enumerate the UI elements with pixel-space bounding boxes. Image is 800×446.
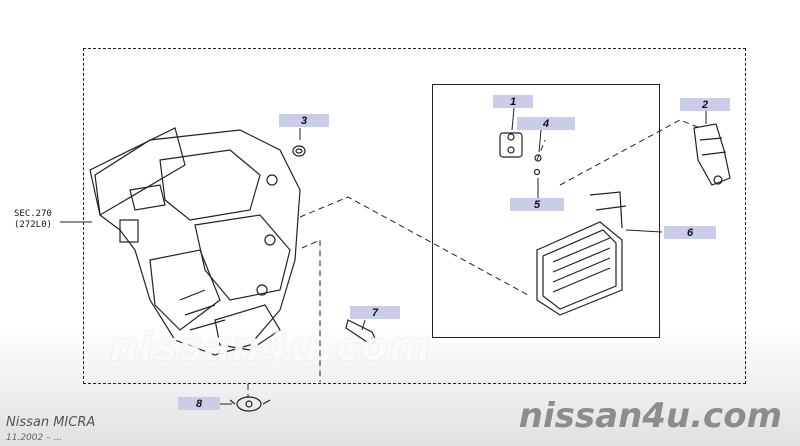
center-watermark: nissan4u.com	[110, 324, 432, 370]
callout-2[interactable]: 2	[680, 98, 730, 111]
part-3-grommet	[292, 145, 306, 157]
callout-3[interactable]: 3	[279, 114, 329, 127]
callout-8[interactable]: 8	[178, 397, 220, 410]
part-1-valve	[499, 132, 523, 158]
part-6-evaporator	[536, 191, 627, 316]
callout-4[interactable]: 4	[517, 117, 575, 130]
callout-5[interactable]: 5	[510, 198, 564, 211]
part-2-bracket	[693, 123, 731, 186]
heater-unit-drawing	[89, 127, 301, 356]
section-reference[interactable]: SEC.270 (272L0)	[14, 209, 52, 231]
part-7-sensor	[345, 319, 377, 345]
part-5-o-ring	[533, 168, 541, 176]
evaporator-subassembly-frame	[432, 84, 660, 338]
sec-ref-line1: SEC.270	[14, 209, 52, 219]
outer-assembly-frame	[83, 48, 746, 384]
bottom-gradient	[0, 326, 800, 446]
callout-7[interactable]: 7	[350, 306, 400, 319]
sec-ref-line2: (272L0)	[14, 220, 52, 230]
callout-1[interactable]: 1	[493, 95, 533, 108]
callout-6[interactable]: 6	[664, 226, 716, 239]
part-8-grommet	[229, 396, 271, 412]
vehicle-model: Nissan MICRA	[6, 415, 96, 430]
part-4-o-ring	[534, 154, 542, 162]
brand-text: nissan4u.com	[518, 396, 782, 436]
production-date: 11.2002 – ...	[6, 433, 63, 443]
